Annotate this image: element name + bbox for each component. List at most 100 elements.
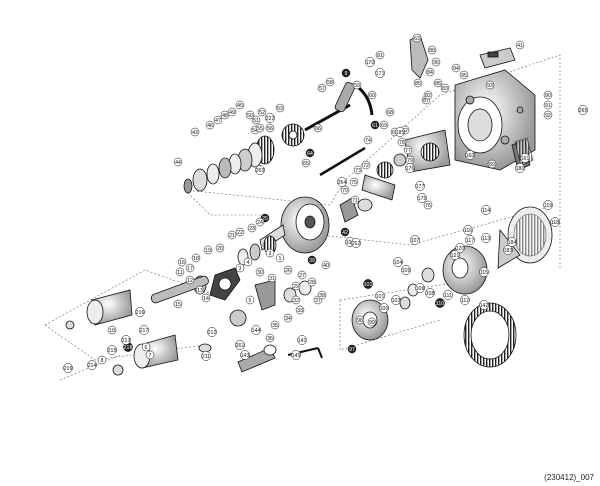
callout-label: 87 <box>423 98 429 104</box>
callout-label: 217 <box>140 328 149 334</box>
part-callout-14: 14 <box>201 293 211 303</box>
part-callout-96: 96 <box>431 57 441 67</box>
callout-label: 4 <box>247 260 250 266</box>
part-callout-10: 10 <box>107 325 117 335</box>
part-callout-71: 71 <box>350 195 360 205</box>
callout-circle <box>550 217 560 227</box>
callout-circle <box>451 63 461 73</box>
callout-circle <box>291 295 301 305</box>
callout-label: 57 <box>319 86 325 92</box>
callout-label: 93 <box>487 83 493 89</box>
callout-circle <box>255 165 265 175</box>
part-callout-94: 94 <box>451 63 461 73</box>
callout-circle <box>415 181 425 191</box>
callout-circle <box>227 230 237 240</box>
part-callout-100: 100 <box>379 303 389 313</box>
callout-label: 62 <box>402 128 408 134</box>
callout-label: 11 <box>177 270 182 276</box>
callout-circle <box>307 255 317 265</box>
part-callout-60: 60 <box>367 90 377 100</box>
callout-circle <box>375 68 385 78</box>
callout-label: 32 <box>293 298 299 304</box>
callout-label: 104 <box>394 260 403 266</box>
part-callout-217: 217 <box>139 325 149 335</box>
part-callout-265: 265 <box>578 105 588 115</box>
part-callout-8: 8 <box>97 355 107 365</box>
callout-label: 214 <box>88 363 97 369</box>
callout-circle <box>251 115 261 125</box>
part-callout-13: 13 <box>195 285 205 295</box>
part-callout-36: 36 <box>265 333 275 343</box>
callout-circle <box>487 159 497 169</box>
part-callout-108: 108 <box>425 288 435 298</box>
callout-label: 66 <box>315 126 321 132</box>
callout-circle <box>257 107 267 117</box>
callout-label: 6 <box>145 345 148 351</box>
callout-circle <box>307 277 317 287</box>
callout-label: 24 <box>257 220 263 226</box>
callout-label: 211 <box>202 354 210 360</box>
callout-label: 34 <box>285 316 291 322</box>
callout-circle <box>370 120 380 130</box>
callout-circle <box>135 307 145 317</box>
callout-circle <box>243 257 253 267</box>
callout-label: 42 <box>342 230 348 236</box>
callout-circle <box>265 248 275 258</box>
callout-circle <box>450 250 460 260</box>
callout-label: 58 <box>327 80 333 86</box>
part-callout-117: 117 <box>465 235 475 245</box>
callout-circle <box>363 135 373 145</box>
callout-label: 36 <box>267 336 273 342</box>
part-callout-104: 104 <box>393 257 403 267</box>
part-callout-222: 222 <box>265 113 275 123</box>
callout-circle <box>317 290 327 300</box>
part-callout-78: 78 <box>397 137 407 147</box>
callout-label: 160 <box>466 153 475 159</box>
callout-label: 98 <box>357 318 363 324</box>
callout-label: 12 <box>187 278 193 284</box>
callout-label: 53 <box>277 106 283 112</box>
callout-label: 74 <box>365 138 371 144</box>
callout-label: 118 <box>551 220 559 226</box>
callout-label: 112 <box>461 298 469 304</box>
callout-circle <box>213 115 223 125</box>
callout-label: 81 <box>377 53 383 59</box>
callout-label: 75 <box>351 180 357 186</box>
callout-label: 121 <box>451 253 460 259</box>
callout-label: 54 <box>252 128 258 134</box>
callout-label: 76 <box>425 203 431 209</box>
callout-label: 9 <box>345 71 348 77</box>
callout-label: 37 <box>315 298 321 304</box>
part-callout-121: 121 <box>450 250 460 260</box>
callout-label: 56 <box>267 126 273 132</box>
callout-label: 71 <box>352 198 358 204</box>
part-callout-41: 41 <box>515 40 525 50</box>
callout-label: 3 <box>239 266 242 272</box>
callout-circle <box>177 257 187 267</box>
callout-circle <box>240 350 250 360</box>
part-callout-219: 219 <box>63 363 73 373</box>
callout-label: 29 <box>293 284 299 290</box>
callout-circle <box>543 90 553 100</box>
callout-circle <box>201 293 211 303</box>
callout-label: 45 <box>237 103 243 109</box>
part-callout-118: 118 <box>550 217 560 227</box>
callout-label: 70 <box>342 188 348 194</box>
part-callout-27: 27 <box>297 270 307 280</box>
part-callout-112: 112 <box>460 295 470 305</box>
callout-label: 82 <box>425 93 431 99</box>
callout-label: 117 <box>466 238 474 244</box>
part-callout-30: 30 <box>255 267 265 277</box>
part-callout-69: 69 <box>379 120 389 130</box>
part-callout-119: 119 <box>543 200 553 210</box>
callout-label: 16 <box>179 260 185 266</box>
part-callout-15: 15 <box>173 299 183 309</box>
callout-label: 25 <box>262 216 268 222</box>
callout-circle <box>97 355 107 365</box>
callout-label: 94 <box>453 66 459 72</box>
callout-circle <box>520 153 530 163</box>
callout-circle <box>275 253 285 263</box>
callout-label: 19 <box>205 248 211 254</box>
callout-label: 92 <box>545 113 551 119</box>
